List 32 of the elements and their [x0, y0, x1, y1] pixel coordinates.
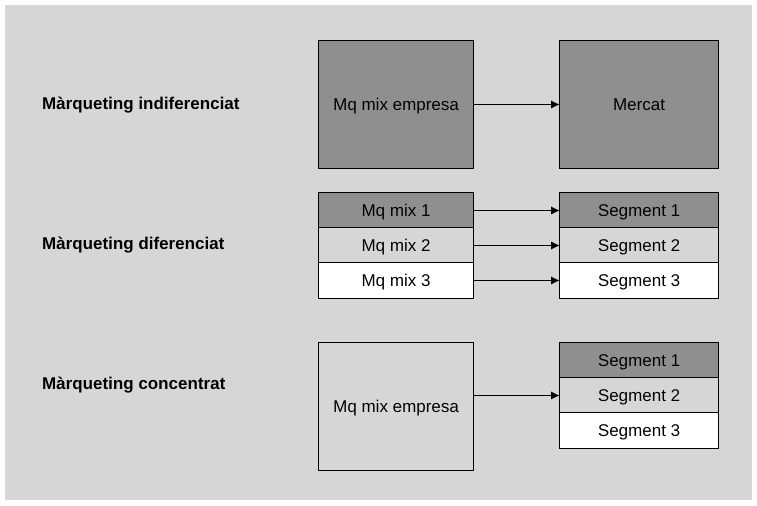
list-row-box — [318, 227, 474, 264]
row-heading: Màrqueting diferenciat — [42, 234, 224, 254]
arrow — [474, 100, 560, 108]
arrow — [474, 206, 560, 214]
list-row-box — [559, 262, 719, 299]
list-row-box — [559, 377, 719, 414]
node-text: Mercat — [612, 94, 666, 114]
node-text: Mq mix 3 — [360, 270, 432, 290]
node-text: Segment 1 — [596, 350, 682, 370]
node-text: Mq mix 2 — [360, 236, 432, 256]
list-row-box — [559, 227, 719, 264]
list-row-box — [559, 412, 719, 449]
arrow — [474, 242, 560, 250]
node-text: Mq mix empresa — [332, 396, 460, 416]
node-text: Segment 3 — [596, 420, 682, 440]
arrow — [474, 276, 560, 284]
list-row-box — [318, 192, 474, 229]
row-heading: Màrqueting concentrat — [42, 374, 226, 394]
node-text: Mq mix 1 — [360, 200, 432, 220]
process-box — [318, 40, 474, 169]
process-box — [559, 40, 719, 169]
node-text: Segment 2 — [596, 236, 682, 256]
list-row-box — [559, 342, 719, 379]
process-box — [318, 342, 474, 471]
arrow — [474, 392, 560, 400]
node-text: Segment 2 — [596, 386, 682, 406]
node-text: Segment 3 — [596, 270, 682, 290]
list-row-box — [559, 192, 719, 229]
row-heading: Màrqueting indiferenciat — [42, 94, 240, 114]
list-row-box — [318, 262, 474, 299]
node-text: Segment 1 — [596, 200, 682, 220]
node-text: Mq mix empresa — [332, 94, 460, 114]
